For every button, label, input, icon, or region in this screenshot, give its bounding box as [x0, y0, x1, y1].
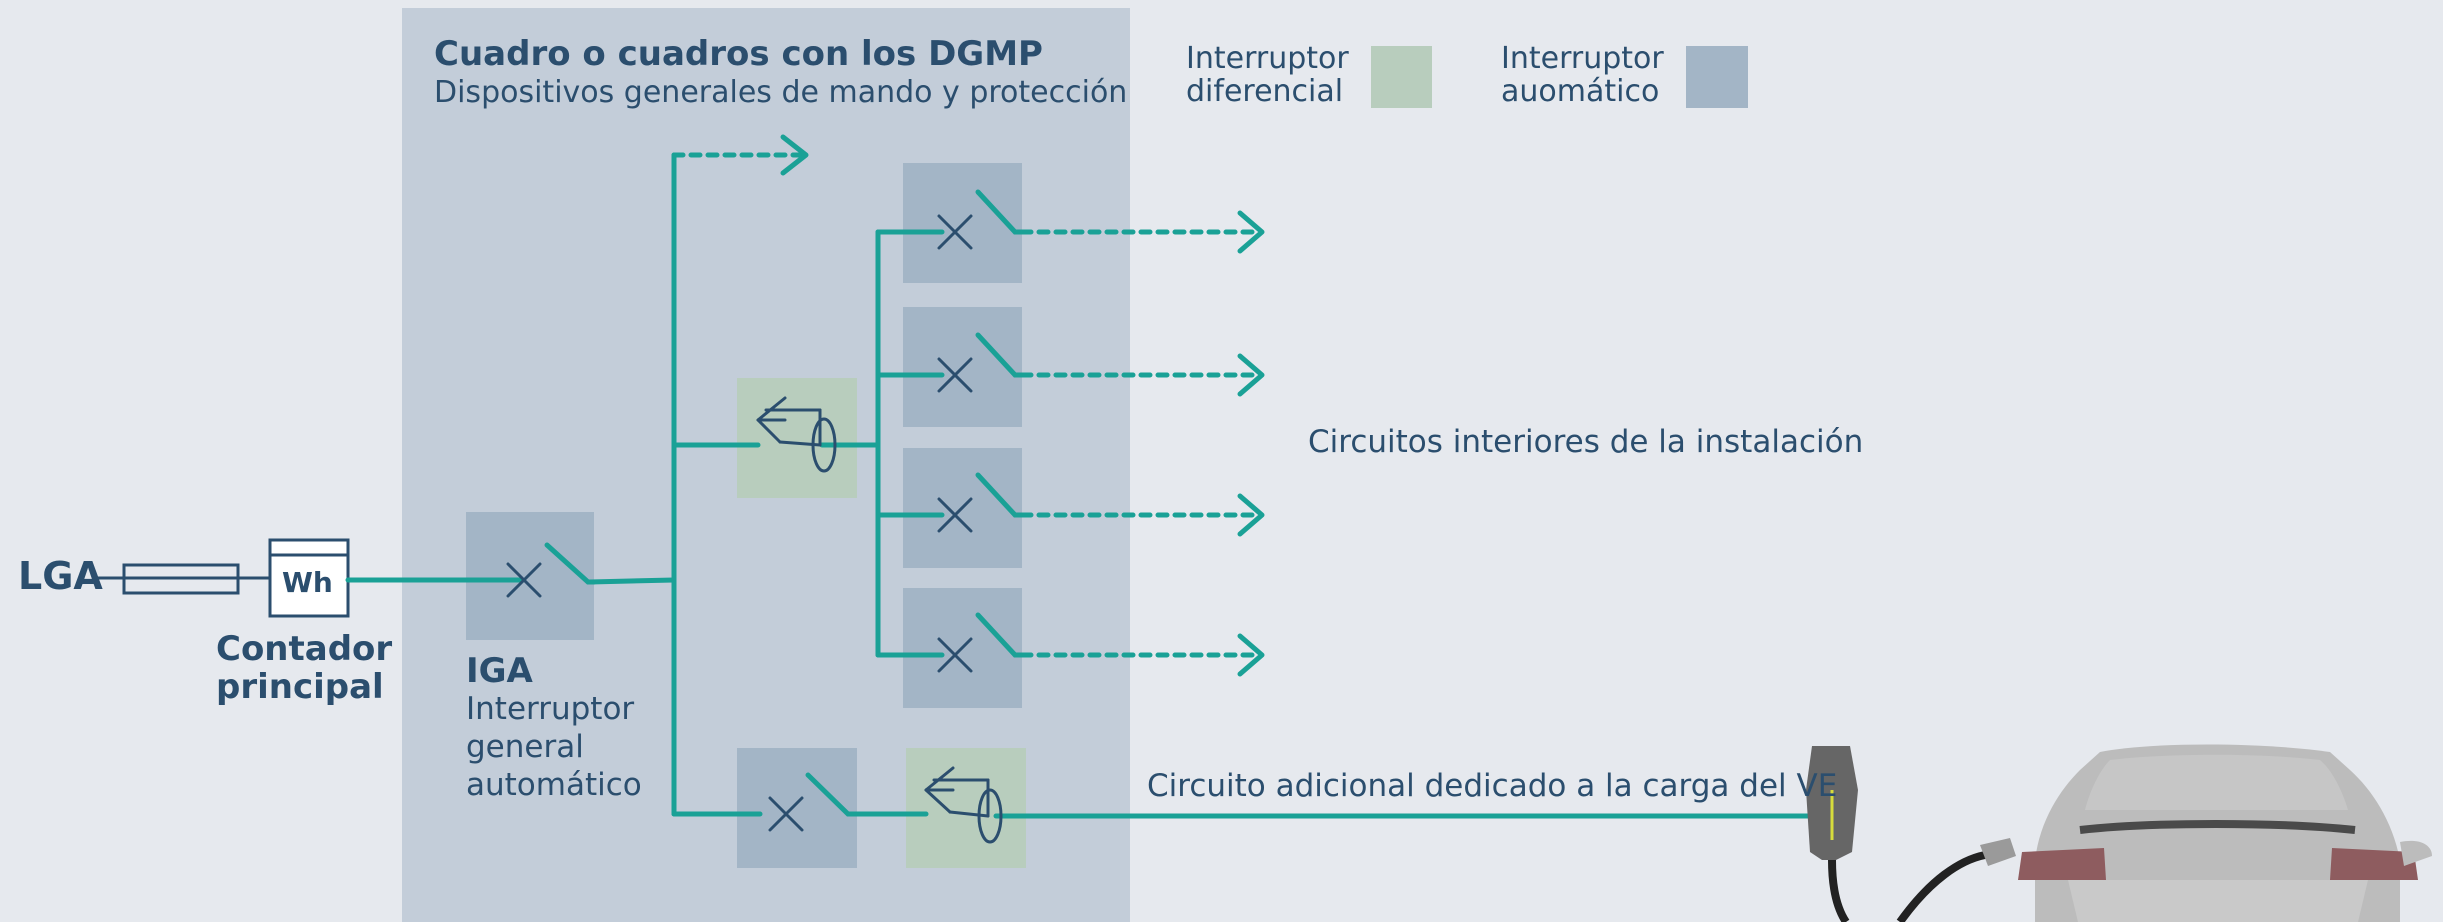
- legend-breaker-line2: auomático: [1501, 74, 1660, 109]
- rcd-box-interior: [737, 378, 857, 498]
- interior-circuits-label: Circuitos interiores de la instalación: [1308, 424, 1864, 460]
- breaker-legend-swatch: [1686, 46, 1748, 108]
- car-image: [2018, 744, 2432, 922]
- rcd-box-ev: [906, 748, 1026, 868]
- wiring: [345, 152, 1815, 819]
- iga-caption: IGA Interruptor general automático: [466, 652, 642, 804]
- rcd-symbols: [756, 396, 1003, 844]
- meter-caption-line2: principal: [216, 667, 384, 707]
- legend-breaker-line1: Interruptor: [1501, 41, 1664, 76]
- legend-rcd-line1: Interruptor: [1186, 41, 1349, 76]
- legend-breaker-label: Interruptor auomático: [1501, 42, 1664, 108]
- switch-symbols: [506, 189, 1025, 832]
- meter-caption-line1: Contador: [216, 629, 393, 669]
- board-subtitle: Dispositivos generales de mando y protec…: [434, 75, 1128, 110]
- iga-desc-line2: general: [466, 729, 584, 765]
- legend-rcd-line2: diferencial: [1186, 74, 1344, 109]
- meter-caption: Contador principal: [216, 630, 392, 706]
- ev-circuit-label: Circuito adicional dedicado a la carga d…: [1147, 768, 1838, 804]
- fuse-symbol: [95, 563, 270, 595]
- ev-charger: [1806, 746, 2016, 922]
- lga-label: LGA: [18, 554, 103, 598]
- iga-abbr: IGA: [466, 651, 533, 691]
- breaker-box-ev: [737, 748, 857, 868]
- meter-symbol-text: Wh: [282, 566, 333, 599]
- iga-desc-line1: Interruptor: [466, 691, 635, 727]
- board-title: Cuadro o cuadros con los DGMP: [434, 34, 1043, 74]
- iga-desc-line3: automático: [466, 767, 642, 803]
- rcd-legend-swatch: [1371, 46, 1432, 108]
- outgoing-arrows: [671, 134, 1265, 677]
- legend-rcd-label: Interruptor diferencial: [1186, 42, 1349, 108]
